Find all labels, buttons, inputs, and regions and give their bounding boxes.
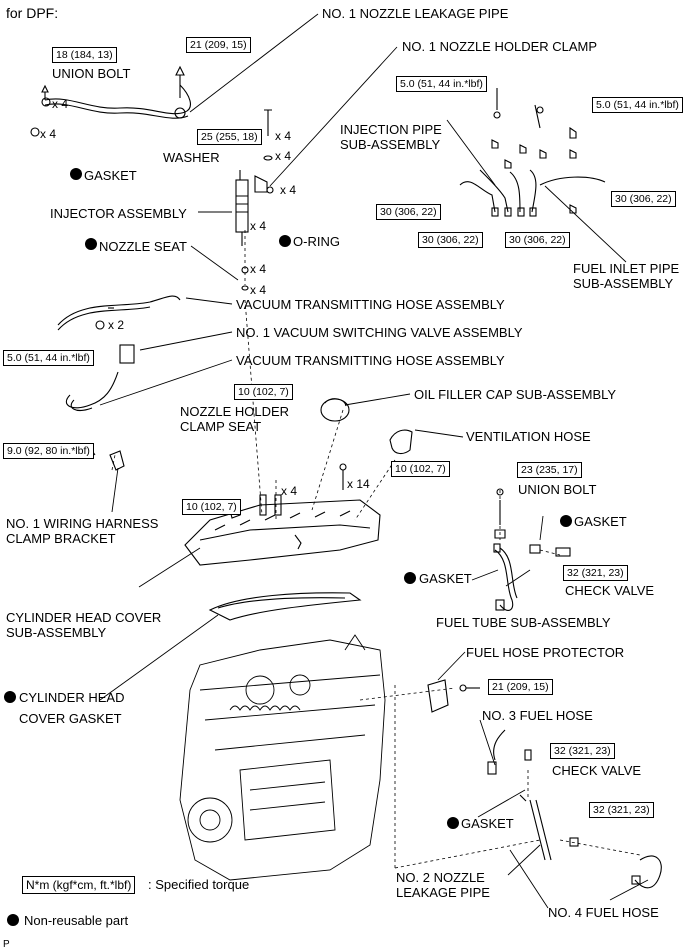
label-cylinder-head-cover-2: SUB-ASSEMBLY [6, 625, 107, 640]
label-wiring-harness-2: CLAMP BRACKET [6, 531, 116, 546]
label-gasket-4: GASKET [461, 816, 514, 831]
label-no1-nozzle-leakage-pipe: NO. 1 NOZZLE LEAKAGE PIPE [322, 6, 509, 21]
torque-box: 25 (255, 18) [197, 129, 262, 145]
label-gasket-2: GASKET [574, 514, 627, 529]
label-cyl-head-cover-gasket-1: CYLINDER HEAD [19, 690, 125, 705]
qty-mark: x 4 [250, 219, 267, 233]
qty-mark: x 14 [347, 477, 370, 491]
torque-box: 5.0 (51, 44 in.*lbf) [592, 97, 683, 113]
qty-mark: x 4 [275, 149, 292, 163]
torque-box: 10 (102, 7) [182, 499, 241, 515]
assembly-dashed-lines [111, 230, 641, 869]
torque-box: 30 (306, 22) [418, 232, 483, 248]
engine-block-drawing [179, 634, 386, 881]
legend-torque-box: N*m (kgf*cm, ft.*lbf) [22, 876, 136, 894]
nonreusable-dots [4, 168, 572, 926]
label-no2-nozzle-2: LEAKAGE PIPE [396, 885, 490, 900]
torque-box: 10 (102, 7) [391, 461, 450, 477]
injector-drawing [235, 170, 274, 291]
label-gasket-3: GASKET [419, 571, 472, 586]
torque-box: 10 (102, 7) [234, 384, 293, 400]
label-nozzle-holder-clamp-seat-1: NOZZLE HOLDER [180, 404, 290, 419]
label-nozzle-seat: NOZZLE SEAT [99, 239, 187, 254]
vacuum-hoses-drawing [57, 295, 181, 411]
label-cylinder-head-cover-1: CYLINDER HEAD COVER [6, 610, 162, 625]
label-no3-fuel-hose: NO. 3 FUEL HOSE [482, 708, 593, 723]
label-vacuum-hose-1: VACUUM TRANSMITTING HOSE ASSEMBLY [236, 297, 505, 312]
label-wiring-harness-1: NO. 1 WIRING HARNESS [6, 516, 159, 531]
label-union-bolt-top: UNION BOLT [52, 66, 131, 81]
torque-box: 23 (235, 17) [517, 462, 582, 478]
qty-mark: x 4 [281, 484, 298, 498]
label-gasket-1: GASKET [84, 168, 137, 183]
label-no2-nozzle-1: NO. 2 NOZZLE [396, 870, 485, 885]
label-oil-filler-cap: OIL FILLER CAP SUB-ASSEMBLY [414, 387, 617, 402]
qty-mark: x 4 [275, 129, 292, 143]
label-injector-assembly: INJECTOR ASSEMBLY [50, 206, 187, 221]
legend-nonreusable-text: Non-reusable part [24, 913, 129, 928]
label-check-valve-1: CHECK VALVE [565, 583, 655, 598]
figure-code: P [3, 939, 10, 950]
label-fuel-inlet-pipe-1: FUEL INLET PIPE [573, 261, 680, 276]
label-washer: WASHER [163, 150, 220, 165]
qty-mark: x 4 [280, 183, 297, 197]
label-no1-nozzle-holder-clamp: NO. 1 NOZZLE HOLDER CLAMP [402, 39, 598, 54]
qty-mark: x 4 [250, 262, 267, 276]
torque-box: 21 (209, 15) [186, 37, 251, 53]
torque-box: 21 (209, 15) [488, 679, 553, 695]
qty-mark: x 4 [52, 97, 69, 111]
cylinder-head-cover-gasket-drawing [208, 592, 362, 621]
label-ventilation-hose: VENTILATION HOSE [466, 429, 591, 444]
label-no4-fuel-hose: NO. 4 FUEL HOSE [548, 905, 659, 920]
header-title: for DPF: [6, 5, 59, 21]
torque-box: 9.0 (92, 80 in.*lbf) [3, 443, 94, 459]
legend-torque-text: : Specified torque [148, 877, 250, 892]
torque-box: 30 (306, 22) [505, 232, 570, 248]
qty-mark: x 2 [108, 318, 125, 332]
label-union-bolt-right: UNION BOLT [518, 482, 597, 497]
torque-box: 32 (321, 23) [550, 743, 615, 759]
cylinder-head-cover-drawing [184, 494, 381, 566]
qty-mark: x 4 [40, 127, 57, 141]
torque-box: 30 (306, 22) [376, 204, 441, 220]
fuel-hose-parts-drawing [427, 679, 662, 889]
torque-box: 32 (321, 23) [589, 802, 654, 818]
injection-pipes-drawing [459, 88, 606, 217]
qty-mark: x 4 [250, 283, 267, 297]
nozzle-leakage-pipe-drawing [30, 65, 273, 161]
torque-box: 32 (321, 23) [563, 565, 628, 581]
torque-box: 18 (184, 13) [52, 47, 117, 63]
label-fuel-tube: FUEL TUBE SUB-ASSEMBLY [436, 615, 611, 630]
fuel-tube-drawing [493, 488, 571, 611]
torque-box: 5.0 (51, 44 in.*lbf) [3, 350, 94, 366]
label-check-valve-2: CHECK VALVE [552, 763, 642, 778]
leader-lines [99, 13, 649, 909]
label-vacuum-hose-2: VACUUM TRANSMITTING HOSE ASSEMBLY [236, 353, 505, 368]
torque-box: 30 (306, 22) [611, 191, 676, 207]
label-o-ring: O-RING [293, 234, 340, 249]
torque-box: 5.0 (51, 44 in.*lbf) [396, 76, 487, 92]
label-fuel-hose-protector: FUEL HOSE PROTECTOR [466, 645, 625, 660]
label-fuel-inlet-pipe-2: SUB-ASSEMBLY [573, 276, 674, 291]
label-cyl-head-cover-gasket-2: COVER GASKET [19, 711, 122, 726]
label-injection-pipe-2: SUB-ASSEMBLY [340, 137, 441, 152]
label-nozzle-holder-clamp-seat-2: CLAMP SEAT [180, 419, 262, 434]
label-injection-pipe-1: INJECTION PIPE [340, 122, 442, 137]
label-no1-vsv: NO. 1 VACUUM SWITCHING VALVE ASSEMBLY [236, 325, 523, 340]
